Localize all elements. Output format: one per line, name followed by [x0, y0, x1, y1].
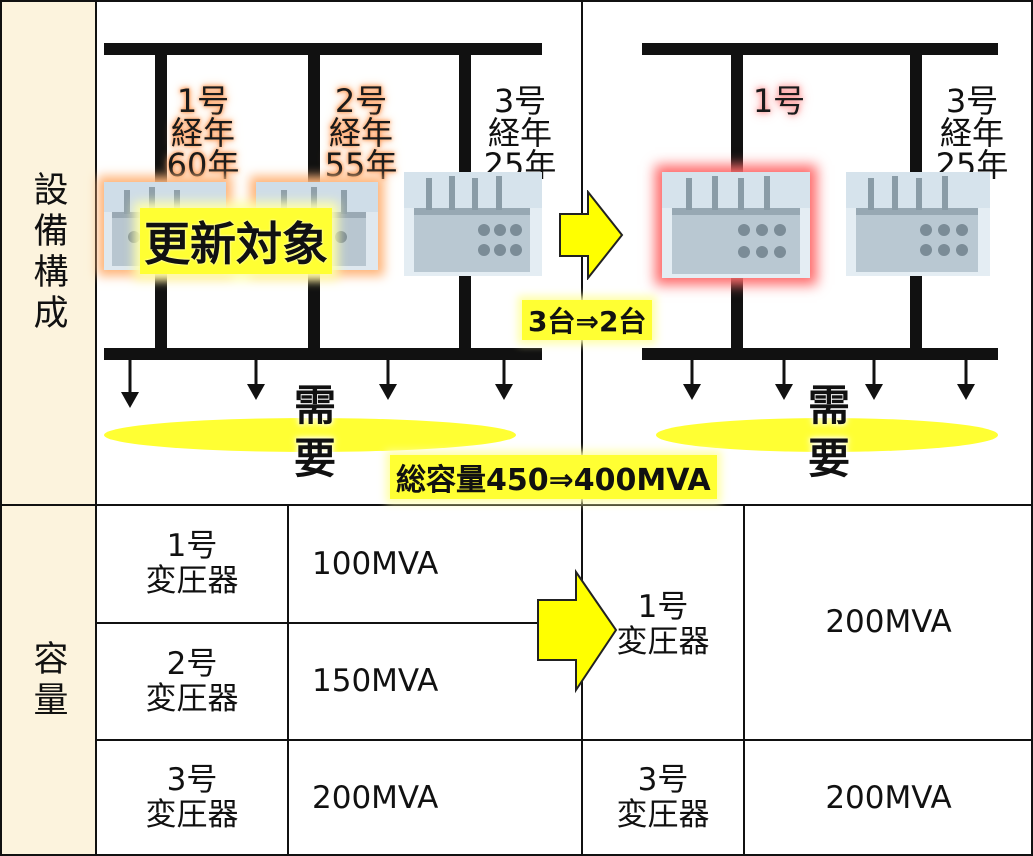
total-capacity-change: 総容量450⇒400MVA — [390, 455, 717, 499]
after-bottom-bus — [642, 348, 998, 360]
cap-after-1-unit-type: 変圧器 — [616, 624, 710, 660]
before-line-3 — [459, 55, 471, 183]
cap-before-2-unit-type: 変圧器 — [145, 680, 239, 717]
after-demand-char-2: 要 — [807, 433, 850, 483]
cap-after-2-mva: 200MVA — [825, 779, 952, 816]
after-unit-1-label: 1号 — [744, 85, 814, 117]
after-unit-3-age-label: 経年 — [939, 114, 1004, 152]
cap-before-1-unit-type: 変圧器 — [145, 563, 239, 599]
after-demand-label: 需 要 — [804, 380, 854, 485]
after-transformer-1-icon — [662, 172, 810, 278]
after-unit-3-name: 3号 — [945, 82, 999, 120]
cap-after-1-unit: 1号 変圧器 — [582, 560, 744, 690]
before-unit-3-name: 3号 — [493, 82, 547, 120]
before-demand-area — [104, 418, 516, 452]
row-header-config: 設備構成 — [0, 0, 96, 505]
unit-count-change: 3台⇒2台 — [522, 300, 653, 340]
after-transformer-3-icon — [846, 172, 990, 276]
transformer-icon — [846, 172, 990, 276]
cap-before-1-unit: 1号 変圧器 — [96, 505, 288, 623]
before-demand-char-1: 需 — [293, 381, 336, 430]
before-unit-1-label: 1号 経年 60年 — [158, 85, 248, 181]
row-header-capacity: 容量 — [0, 505, 96, 856]
after-demand-char-1: 需 — [807, 381, 850, 430]
before-unit-2-label: 2号 経年 55年 — [316, 85, 406, 181]
cap-before-2-unit: 2号 変圧器 — [96, 623, 288, 740]
cap-after-1-unit-number: 1号 — [637, 589, 689, 626]
capacity-right-arrow-icon — [537, 568, 618, 694]
cap-before-2-unit-number: 2号 — [166, 645, 218, 682]
cap-before-2-value: 150MVA — [288, 623, 506, 740]
before-unit-2-age: 55年 — [324, 146, 398, 184]
cap-after-2-unit: 3号 変圧器 — [582, 740, 744, 856]
after-unit-1-name: 1号 — [752, 82, 806, 120]
row-header-capacity-label: 容量 — [27, 639, 68, 722]
before-unit-3-label: 3号 経年 25年 — [470, 85, 570, 181]
cap-before-3-mva: 200MVA — [312, 779, 439, 816]
after-demand-area — [656, 418, 998, 452]
before-demand-char-2: 要 — [293, 433, 336, 483]
after-top-bus — [642, 43, 998, 55]
before-line-3-lower — [459, 276, 471, 350]
cap-before-3-unit-type: 変圧器 — [145, 797, 239, 833]
before-transformer-3-icon — [404, 172, 542, 276]
cap-before-1-unit-number: 1号 — [166, 528, 218, 565]
before-unit-1-age-label: 経年 — [170, 114, 235, 152]
cap-after-1-mva: 200MVA — [825, 604, 952, 641]
before-unit-1-age: 60年 — [166, 146, 240, 184]
cap-before-2-mva: 150MVA — [312, 663, 439, 700]
cap-after-2-unit-number: 3号 — [637, 762, 689, 799]
before-demand-arrows — [121, 358, 513, 408]
cap-before-3-value: 200MVA — [288, 740, 606, 856]
cap-after-2-unit-type: 変圧器 — [616, 797, 710, 833]
before-unit-2-name: 2号 — [334, 82, 388, 120]
cap-after-1-value: 200MVA — [744, 505, 1033, 740]
after-demand-arrows — [683, 358, 975, 400]
before-unit-2-age-label: 経年 — [328, 114, 393, 152]
before-unit-3-age-label: 経年 — [487, 114, 552, 152]
before-demand-label: 需 要 — [290, 380, 340, 485]
before-bottom-bus — [104, 348, 542, 360]
before-unit-1-name: 1号 — [176, 82, 230, 120]
cap-before-1-value: 100MVA — [288, 505, 506, 623]
after-unit-3-label: 3号 経年 25年 — [922, 85, 1022, 181]
cap-before-3-unit-number: 3号 — [166, 762, 218, 799]
cap-after-2-value: 200MVA — [744, 740, 1033, 856]
right-arrow-icon — [559, 190, 624, 280]
cap-before-3-unit: 3号 変圧器 — [96, 740, 288, 856]
cap-before-1-mva: 100MVA — [312, 545, 439, 582]
transformer-icon — [404, 172, 542, 276]
before-top-bus — [104, 43, 542, 55]
row-header-config-label: 設備構成 — [27, 170, 68, 335]
renewal-target-label: 更新対象 — [140, 208, 332, 274]
transformer-icon — [662, 172, 810, 278]
